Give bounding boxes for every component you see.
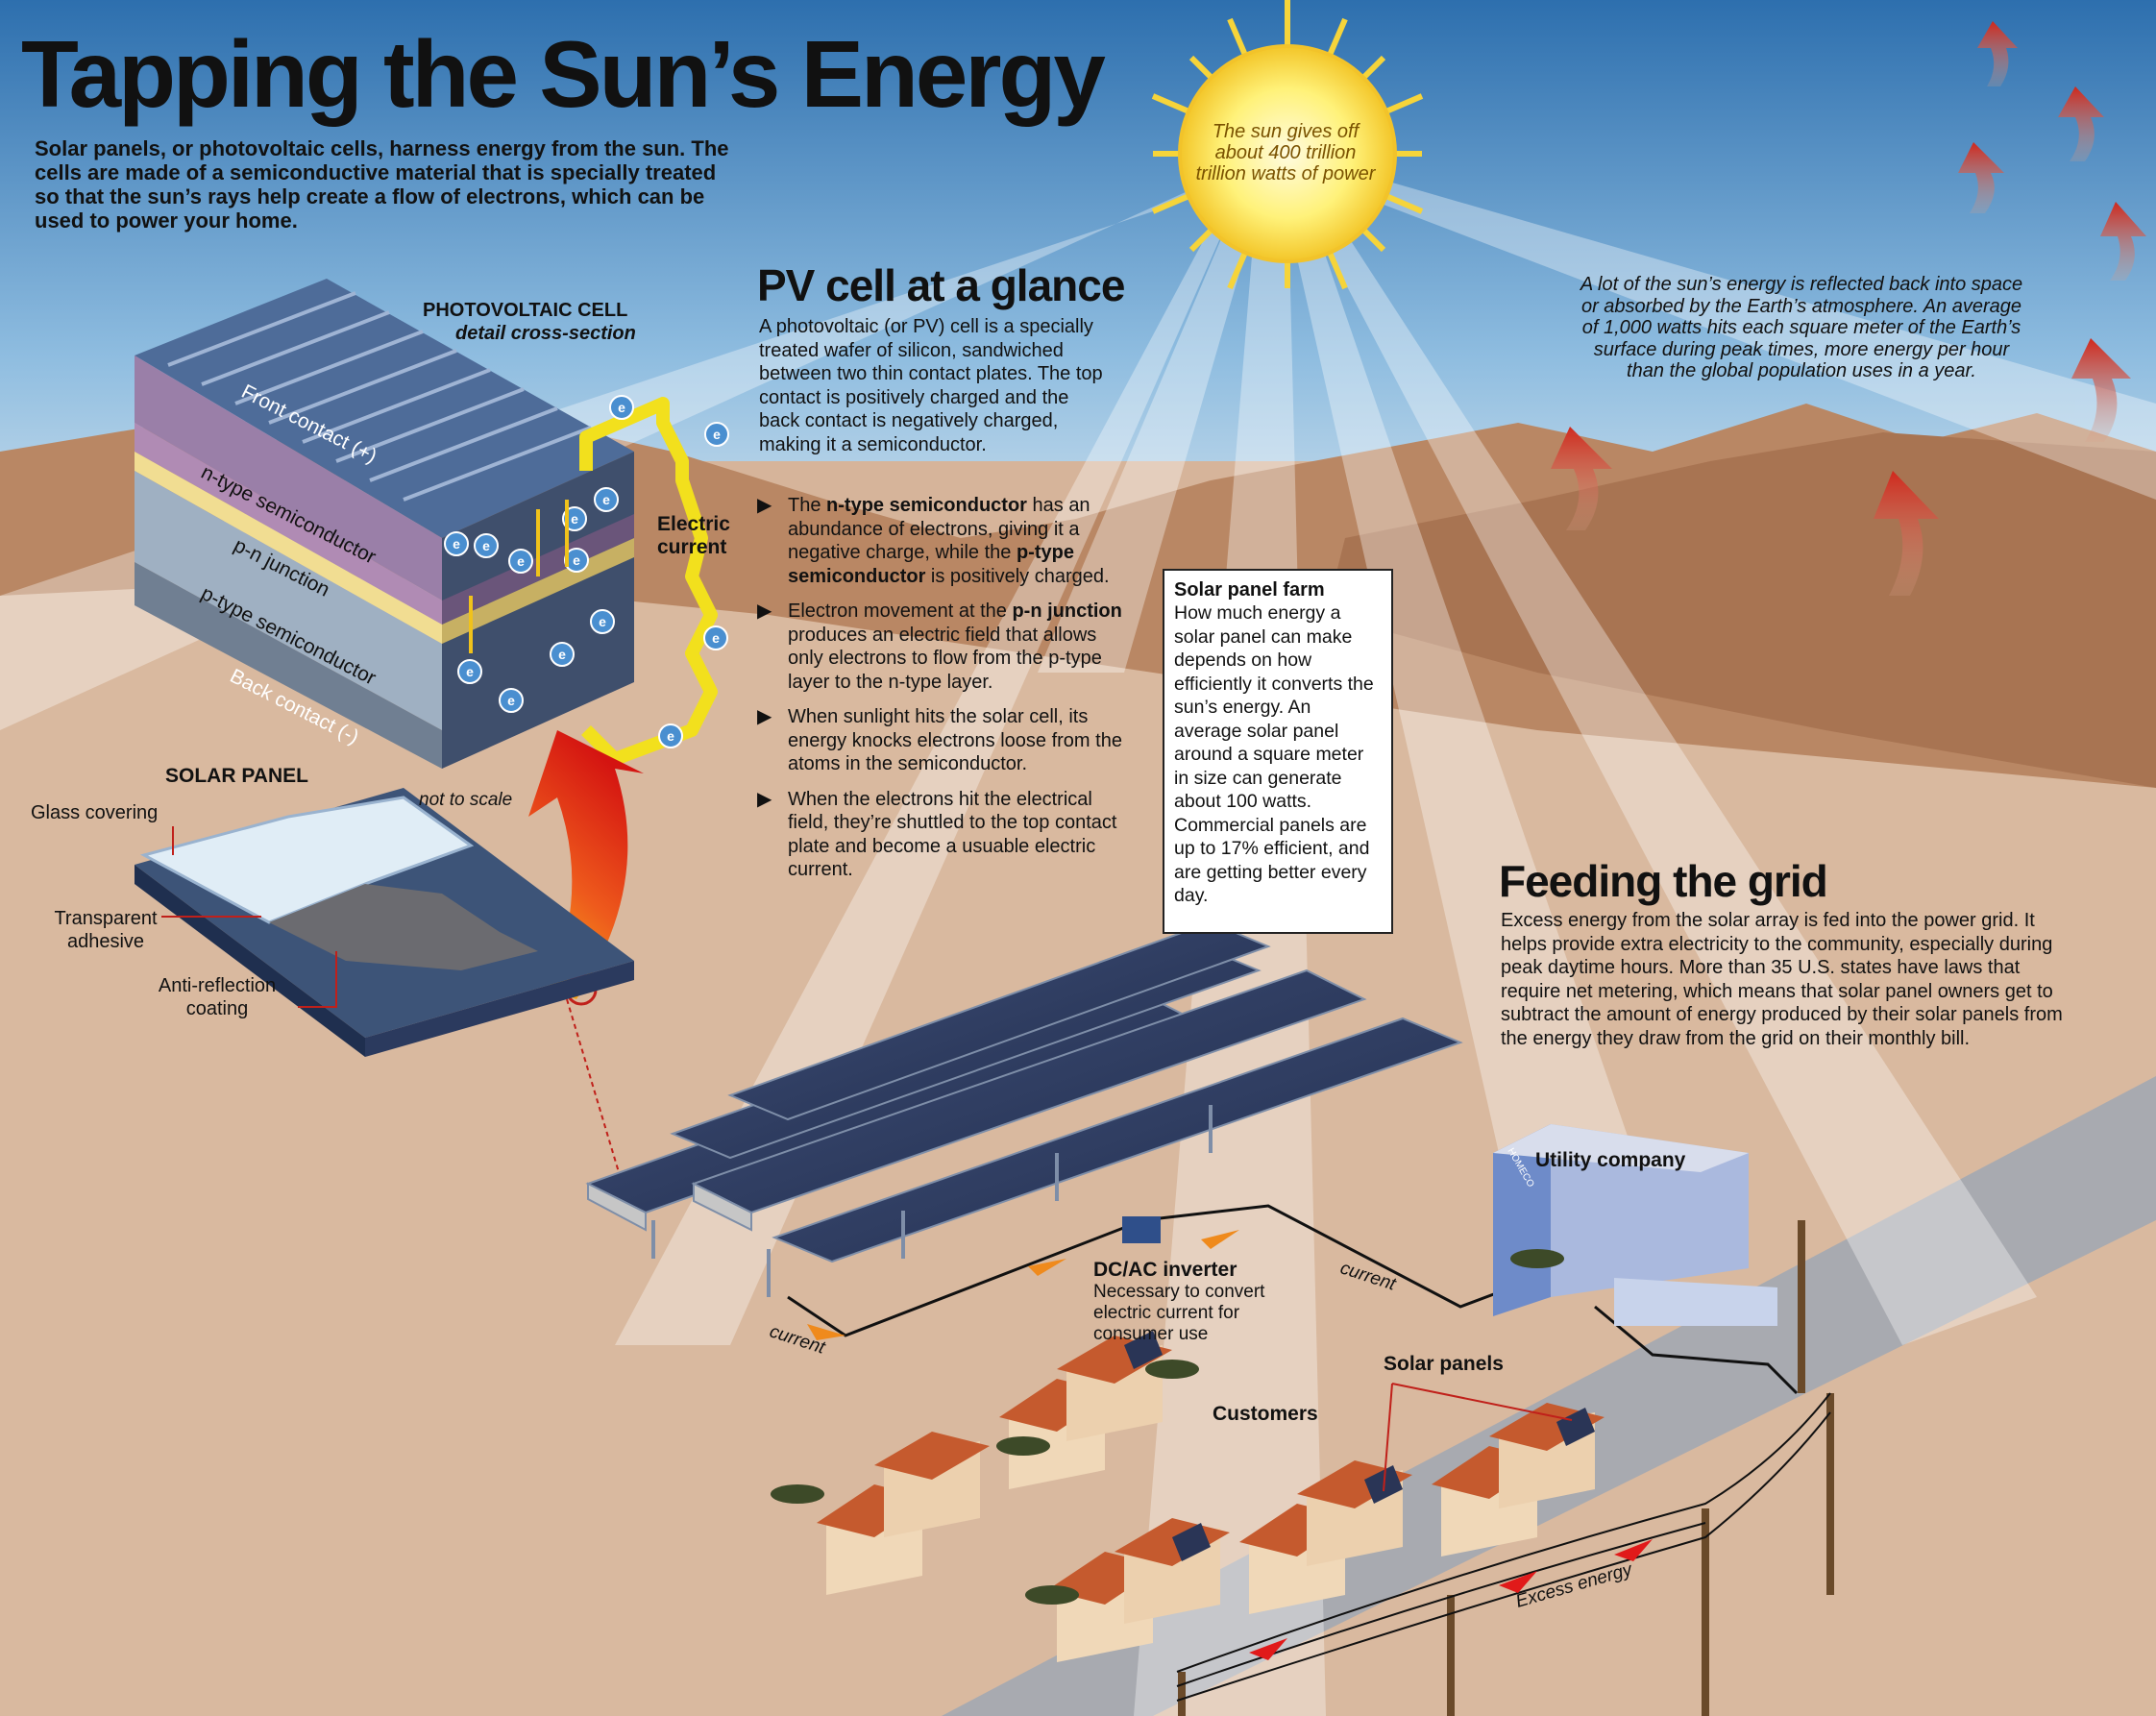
anti-reflection-label: Anti-reflection coating xyxy=(158,975,277,1019)
electron: e xyxy=(667,728,674,744)
solar-panels-label: Solar panels xyxy=(1384,1353,1504,1375)
solar-farm-heading: Solar panel farm xyxy=(1174,579,1325,601)
pv-cell-label: PHOTOVOLTAIC CELL xyxy=(423,300,628,321)
pv-glance-paragraph: A photovoltaic (or PV) cell is a special… xyxy=(759,316,1103,455)
electron: e xyxy=(712,630,720,646)
zoom-arrow xyxy=(528,730,644,999)
electron: e xyxy=(558,647,566,662)
bullet-n-type: The n-type semiconductor has an abundanc… xyxy=(757,494,1122,588)
electron: e xyxy=(571,511,578,527)
heat-arrows xyxy=(1551,21,2146,596)
solar-farm-callout: Solar panel farm How much energy a solar… xyxy=(1163,569,1393,934)
intro-text: Solar panels, or photovoltaic cells, har… xyxy=(35,136,729,233)
inverter-text: Necessary to convert electric current fo… xyxy=(1093,1282,1265,1344)
electron: e xyxy=(713,427,721,442)
inverter-label: DC/AC inverter xyxy=(1093,1259,1237,1281)
feeding-grid-text: Excess energy from the solar array is fe… xyxy=(1501,910,2063,1049)
solar-farm xyxy=(585,920,1463,1263)
feeding-grid-heading: Feeding the grid xyxy=(1499,856,1828,906)
electron: e xyxy=(517,553,525,569)
electron: e xyxy=(573,552,580,568)
electron: e xyxy=(599,614,606,629)
inverter-box xyxy=(1122,1216,1161,1243)
electron: e xyxy=(453,536,460,552)
utility-building xyxy=(1493,1124,1777,1326)
utility-company-label: Utility company xyxy=(1535,1149,1686,1171)
palm-trees xyxy=(771,1249,1564,1605)
solar-farm-text: How much energy a solar panel can make d… xyxy=(1174,602,1374,906)
electric-current-label: Electric current xyxy=(657,513,730,558)
bullet-electric-field: When the electrons hit the electrical fi… xyxy=(757,788,1122,882)
sun-caption: The sun gives off about 400 trillion tri… xyxy=(1195,121,1376,184)
pv-glance-bullets: The n-type semiconductor has an abundanc… xyxy=(757,494,1122,894)
electron: e xyxy=(507,693,515,708)
transparent-adhesive-label: Transparent adhesive xyxy=(54,908,158,952)
electron: e xyxy=(482,538,490,553)
not-to-scale-label: not to scale xyxy=(419,790,513,810)
page-title: Tapping the Sun’s Energy xyxy=(21,21,1106,127)
solar-panel-cutaway xyxy=(135,788,634,1057)
pv-cell-sublabel: detail cross-section xyxy=(455,323,636,344)
electron: e xyxy=(602,492,610,507)
customers-label: Customers xyxy=(1213,1403,1318,1425)
glass-covering-label: Glass covering xyxy=(31,802,159,823)
pv-glance-heading: PV cell at a glance xyxy=(757,260,1125,310)
electron: e xyxy=(618,400,625,415)
bullet-sunlight: When sunlight hits the solar cell, its e… xyxy=(757,705,1122,776)
sun xyxy=(1151,0,1424,290)
reflect-caption: A lot of the sun’s energy is reflected b… xyxy=(1580,274,2023,381)
electron: e xyxy=(466,664,474,679)
pv-cell-diagram: e e e e e e e e e e e e e e xyxy=(135,279,729,769)
bullet-pn-junction: Electron movement at the p-n junction pr… xyxy=(757,600,1122,694)
solar-panel-label: SOLAR PANEL xyxy=(165,765,308,787)
